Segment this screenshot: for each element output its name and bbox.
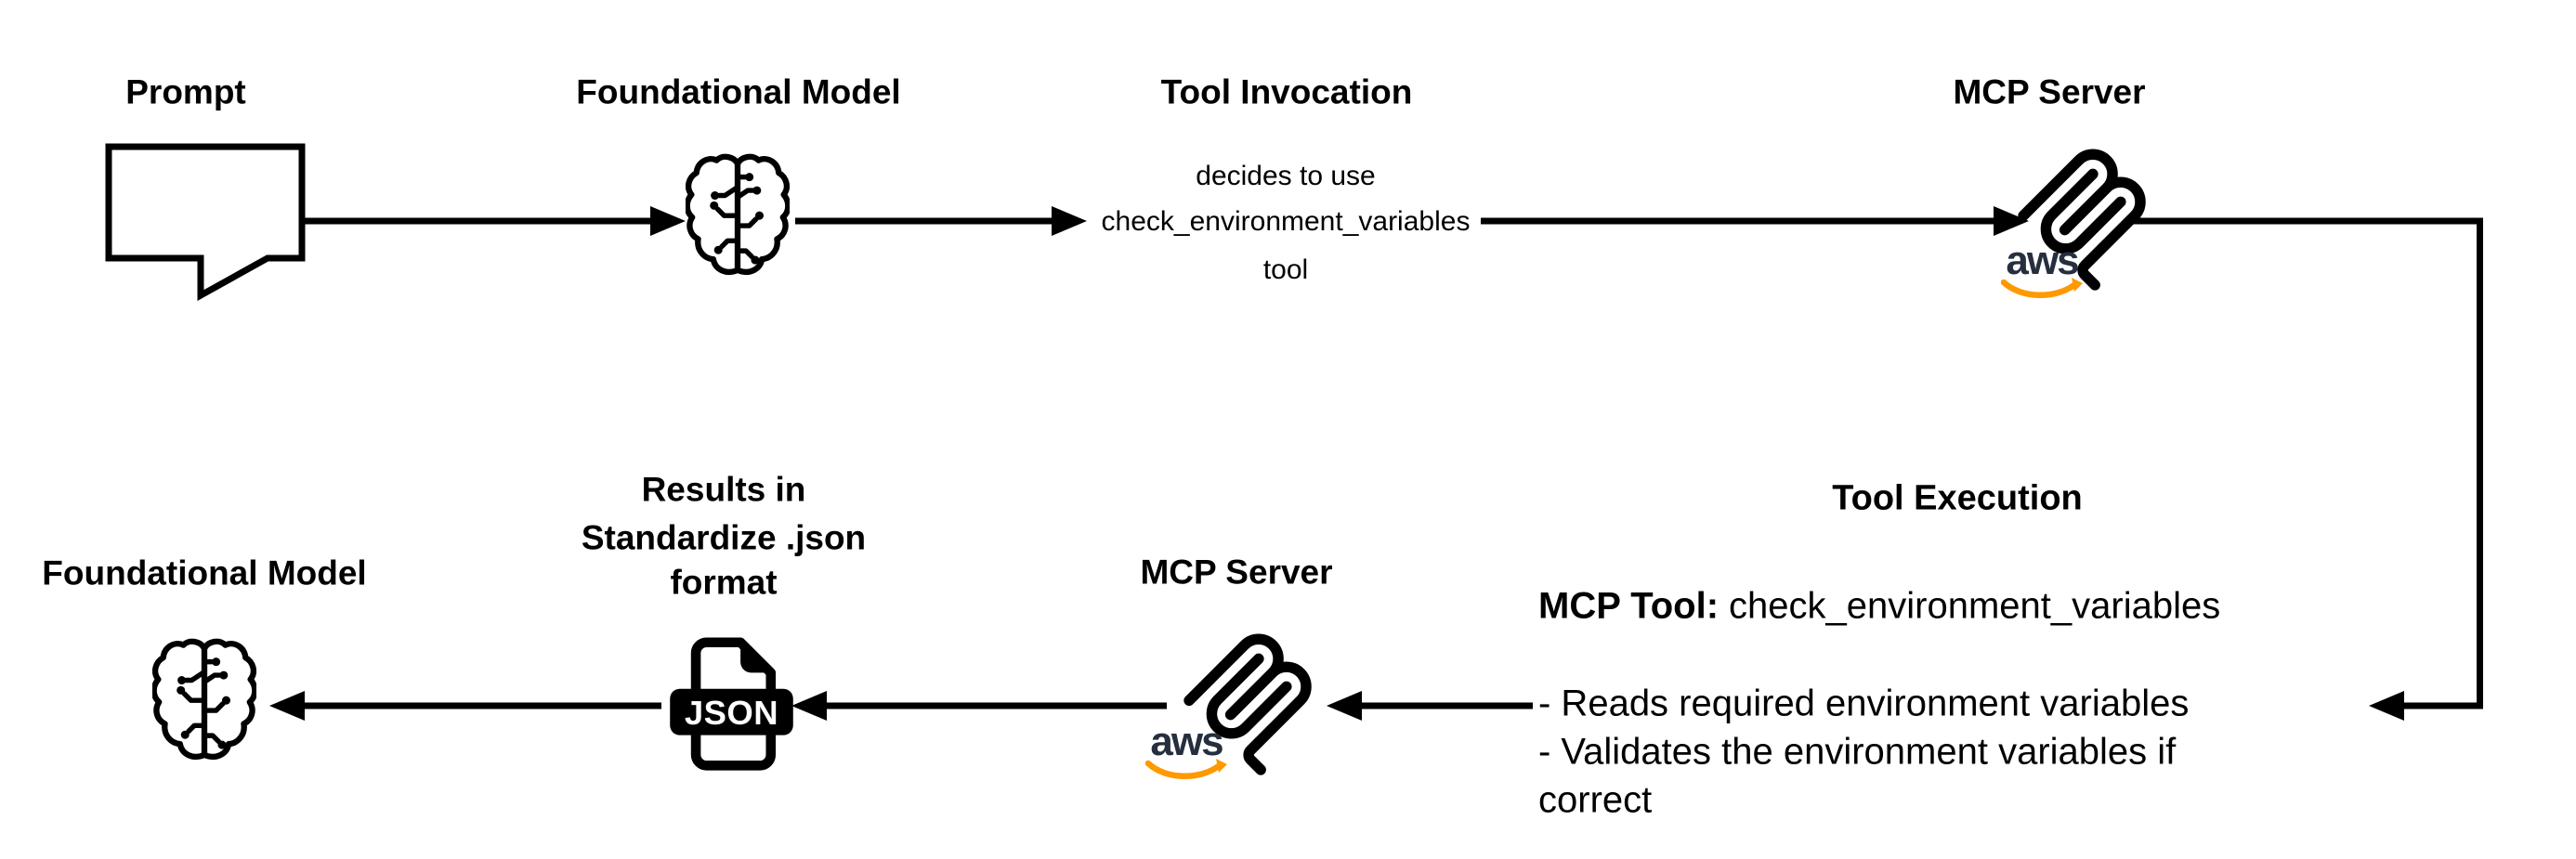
- mcp-logo-icon: [2018, 149, 2146, 291]
- tool-execution-detail-3: correct: [1538, 779, 1653, 821]
- arrowhead-icon: [269, 691, 305, 721]
- aws-logo: aws: [1142, 719, 1231, 785]
- arrowhead-icon: [791, 691, 827, 721]
- foundational-model-bottom-title: Foundational Model: [42, 553, 367, 592]
- tool-invocation-line-2: check_environment_variables: [1101, 206, 1471, 237]
- arrowhead-icon: [1994, 206, 2029, 236]
- foundational-model-top-title: Foundational Model: [576, 72, 901, 111]
- json-label: JSON: [685, 694, 778, 732]
- arrowhead-icon: [650, 206, 686, 236]
- aws-wordmark: aws: [1150, 719, 1223, 764]
- arrow-line-mcp-to-execution: [2127, 217, 2483, 709]
- results-title-line-1: Results in: [641, 470, 806, 509]
- prompt-title: Prompt: [125, 72, 246, 111]
- mcp-server-top-title: MCP Server: [1953, 72, 2146, 111]
- speech-bubble-icon: [105, 143, 306, 301]
- results-title-line-3: format: [670, 563, 778, 602]
- brain-icon: [152, 638, 256, 761]
- tool-invocation-line-1: decides to use: [1196, 161, 1376, 191]
- aws-logo: aws: [1997, 238, 2086, 304]
- mcp-tool-name: check_environment_variables: [1729, 585, 2221, 627]
- tool-execution-tool-line: MCP Tool:check_environment_variables: [1538, 586, 2220, 628]
- tool-execution-detail-1: - Reads required environment variables: [1538, 683, 2190, 724]
- aws-smile-icon: [1145, 759, 1227, 780]
- mcp-logo-icon: [1183, 633, 1312, 775]
- tool-execution-detail-2: - Validates the environment variables if: [1538, 731, 2177, 773]
- tool-execution-title: Tool Execution: [1832, 478, 2083, 518]
- arrowhead-icon: [1327, 691, 1362, 721]
- aws-smile-icon: [2001, 278, 2083, 299]
- mcp-tool-label: MCP Tool:: [1538, 585, 1720, 627]
- mcp-server-bottom-title: MCP Server: [1140, 553, 1333, 592]
- results-title-line-2: Standardize .json: [581, 518, 867, 557]
- tool-invocation-title: Tool Invocation: [1160, 72, 1413, 111]
- aws-wordmark: aws: [2006, 238, 2079, 283]
- tool-invocation-line-3: tool: [1262, 254, 1309, 285]
- json-file-icon: JSON: [670, 637, 793, 771]
- brain-icon: [686, 153, 790, 276]
- arrowhead-icon: [1052, 206, 1087, 236]
- arrowhead-icon: [2369, 691, 2404, 721]
